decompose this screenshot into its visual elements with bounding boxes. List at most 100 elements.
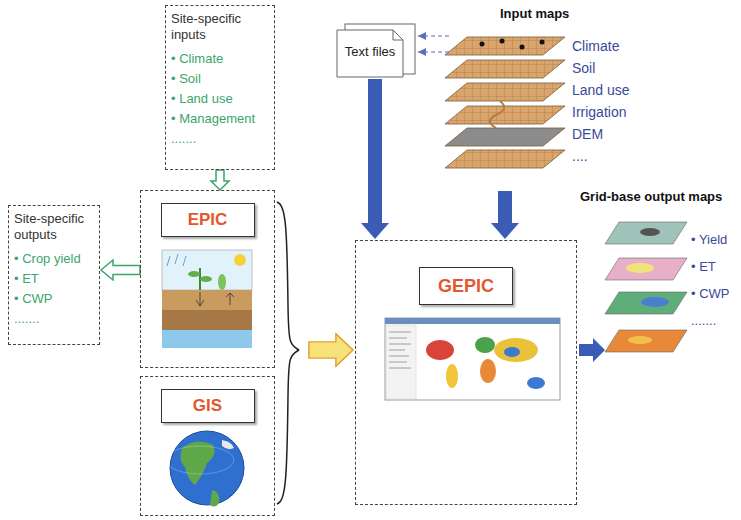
label-text: GEPIC <box>419 267 513 305</box>
drawing-part <box>605 258 687 280</box>
drawing-part <box>494 338 538 362</box>
label-text: GIS <box>161 389 255 423</box>
drawing-part <box>418 51 449 52</box>
drawing-part <box>628 336 652 344</box>
drawing-part <box>188 271 200 277</box>
drawing-part <box>445 150 565 168</box>
connector-arrow <box>418 36 449 37</box>
label-text: • ET <box>691 253 739 280</box>
drawing-part <box>418 35 449 36</box>
drawing-part <box>234 254 246 266</box>
label-text: Climate <box>572 35 645 57</box>
connector-arrow <box>491 191 519 239</box>
drawing-part <box>640 228 660 236</box>
drawing-part <box>490 101 504 128</box>
connector-arrow <box>277 334 353 504</box>
gis-box: GIS <box>140 376 275 516</box>
drawing-part <box>277 202 299 350</box>
output-box: Site-specific outputs • Crop yield• ET• C… <box>8 205 100 345</box>
label-text: • Land use <box>171 89 269 109</box>
drawing-part <box>211 170 229 190</box>
input-box: Site-specific inputs • Climate• Soil• Lan… <box>165 5 275 170</box>
drawing-part <box>162 290 252 310</box>
drawing-part <box>605 330 687 352</box>
drawing-part <box>385 318 560 400</box>
label-text: • Climate <box>171 49 269 69</box>
drawing-part <box>226 293 234 305</box>
drawing-part <box>445 60 565 78</box>
drawing-part <box>527 377 545 389</box>
heading-text: Site-specific inputs <box>171 11 269 43</box>
drawing-part <box>200 276 212 282</box>
drawing-part <box>277 350 299 504</box>
drawing-part <box>162 330 252 348</box>
drawing-part <box>385 318 560 324</box>
model-box: EPIC <box>140 190 275 368</box>
connector-arrow <box>101 260 140 280</box>
output-maps-group: Grid-base output maps• Yield• ET• CWP...… <box>605 188 739 368</box>
drawing-part <box>500 39 505 44</box>
drawing-part <box>605 222 687 244</box>
input-maps-group: Input mapsClimateSoilLand useIrrigationD… <box>445 5 645 190</box>
label-text: Irrigation <box>572 101 645 123</box>
drawing-part <box>641 297 669 307</box>
drawing-part <box>361 79 389 239</box>
drawing-part <box>389 332 411 368</box>
connector-arrow <box>579 338 605 362</box>
label-text: EPIC <box>161 203 255 237</box>
drawing-part <box>210 490 219 507</box>
drawing-part <box>175 254 178 264</box>
gepic-box: GEPIC <box>355 240 577 505</box>
drawing-part <box>446 364 458 388</box>
label-text: • Soil <box>171 69 269 89</box>
label-text: • ET <box>14 269 94 289</box>
heading-text: Site-specific outputs <box>14 211 94 243</box>
label-text: DEM <box>572 123 645 145</box>
drawing-part <box>167 256 170 266</box>
label-text: Soil <box>572 57 645 79</box>
drawing-part <box>222 440 234 449</box>
connector-arrow <box>361 79 389 239</box>
globe-illustration <box>166 431 244 507</box>
label-text: Land use <box>572 79 645 101</box>
software-screenshot <box>385 318 560 400</box>
label-text: • CWP <box>691 280 739 307</box>
drawing-part <box>626 263 654 273</box>
connector-arrow <box>211 170 229 190</box>
drawing-part <box>445 128 565 146</box>
label-text: • Management <box>171 109 269 129</box>
text-files-box: Text files <box>335 22 417 77</box>
label-text: • Crop yield <box>14 249 94 269</box>
heading-text: Grid-base output maps <box>580 188 739 206</box>
drawing-part <box>218 274 226 290</box>
epic-illustration <box>162 250 252 348</box>
heading-text: Input maps <box>500 5 645 23</box>
drawing-part <box>480 42 485 47</box>
label-text: ....... <box>14 309 94 329</box>
drawing-part <box>166 446 234 474</box>
drawing-part <box>196 292 204 306</box>
output-map-layers <box>605 222 687 352</box>
drawing-part <box>445 37 565 55</box>
drawing-part <box>101 260 140 280</box>
label-text: • CWP <box>14 289 94 309</box>
drawing-part <box>520 45 525 50</box>
drawing-part <box>579 338 605 362</box>
connector-arrow <box>277 202 353 366</box>
drawing-part <box>426 340 454 360</box>
label-text: Text files <box>335 44 405 59</box>
drawing-part <box>605 292 687 314</box>
label-text: • Yield <box>691 226 739 253</box>
drawing-part <box>180 441 214 485</box>
drawing-part <box>309 334 353 366</box>
drawing-part <box>170 431 244 505</box>
drawing-part <box>183 256 186 266</box>
drawing-part <box>162 310 252 330</box>
label-text: ....... <box>171 129 269 149</box>
drawing-part <box>540 40 545 45</box>
input-map-layers <box>445 37 565 168</box>
